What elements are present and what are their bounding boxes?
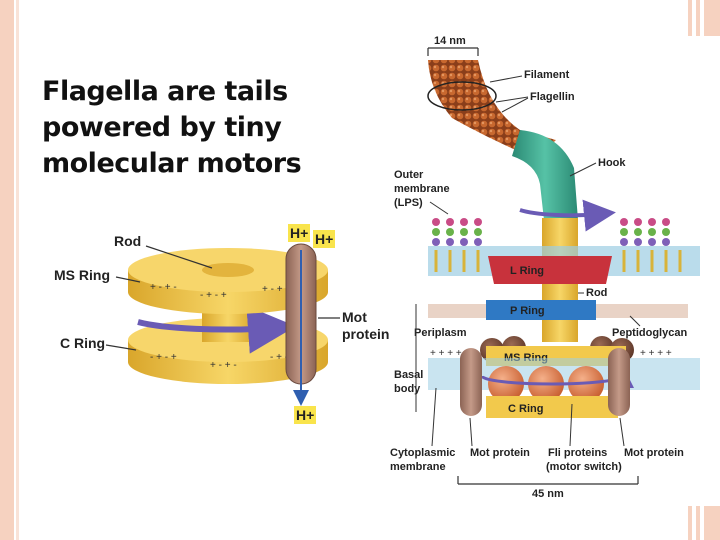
slide-frame-left-inner <box>16 0 19 540</box>
p-ring-shape <box>486 300 596 320</box>
rod-label: Rod <box>586 287 607 299</box>
right-flagellum-diagram: 14 nm <box>390 35 700 500</box>
leader-line <box>115 276 141 283</box>
charge-marks: + + + + <box>640 348 672 359</box>
slide-frame-right-top <box>688 0 692 36</box>
slide-frame-right-bottom <box>688 506 692 540</box>
rotation-arrow <box>519 199 616 232</box>
mot-protein-label: Mot <box>342 309 367 325</box>
rod-label: Rod <box>114 233 141 249</box>
mot-protein-label: protein <box>342 326 389 342</box>
title-line: molecular motors <box>42 148 302 179</box>
svg-text:+ - + -: + - + - <box>210 360 237 371</box>
l-ring-shape <box>488 256 612 284</box>
slide-frame-left <box>0 0 14 540</box>
outer-membrane-label: membrane <box>394 183 450 195</box>
charge-marks: + + + + <box>430 348 462 359</box>
svg-text:+ - + -: + - + - <box>150 282 177 293</box>
h-plus-badge <box>288 224 310 242</box>
leader-line <box>105 344 137 351</box>
slide-title: Flagella are tails powered by tiny molec… <box>42 74 352 182</box>
slide-frame-right-top <box>696 0 700 36</box>
mot-protein-right-label: Mot protein <box>624 447 684 459</box>
title-line: Flagella are tails <box>42 76 288 107</box>
hook-label: Hook <box>598 157 626 169</box>
outer-membrane-label: Outer <box>394 169 424 181</box>
periplasm-label: Periplasm <box>414 327 467 339</box>
svg-text:- + -: - + - <box>270 352 288 363</box>
h-plus-label: H+ <box>296 407 314 423</box>
fli-proteins-label: (motor switch) <box>546 461 622 473</box>
slide-frame-right-top <box>704 0 720 36</box>
flagellin-highlight <box>427 81 497 111</box>
basal-body-label: Basal <box>394 369 423 381</box>
slide-frame-right-bottom <box>704 506 720 540</box>
outer-membrane-label: (LPS) <box>394 197 423 209</box>
h-plus-label: H+ <box>290 225 308 241</box>
h-plus-label: H+ <box>315 231 333 247</box>
rod-lower <box>542 320 578 342</box>
rotation-arrow <box>137 305 296 354</box>
c-ring-label: C Ring <box>60 335 105 351</box>
mot-protein-right-shape <box>608 348 630 416</box>
cytoplasmic-membrane-label: membrane <box>390 461 446 473</box>
h-plus-badge <box>313 230 335 248</box>
slide-frame-right-bottom <box>696 506 700 540</box>
h-plus-badge <box>294 406 316 424</box>
l-ring-label: L Ring <box>510 265 544 277</box>
rod-top <box>202 263 254 277</box>
c-ring-shape <box>486 396 618 418</box>
peptidoglycan-label: Peptidoglycan <box>612 327 687 339</box>
svg-text:+ - +: + - + <box>262 284 283 295</box>
mot-protein-left-shape <box>460 348 482 416</box>
p-ring-label: P Ring <box>510 305 545 317</box>
svg-text:- + - +: - + - + <box>200 290 227 301</box>
fli-proteins-label: Fli proteins <box>548 447 607 459</box>
basal-body-label: body <box>394 383 421 395</box>
c-ring-label: C Ring <box>508 403 543 415</box>
ms-ring-label: MS Ring <box>54 267 110 283</box>
rod-middle <box>542 284 578 302</box>
flagellin-label: Flagellin <box>530 91 575 103</box>
left-motor-diagram: + - + - - + - + + - + - + - ++ - + - - + - … <box>54 224 389 424</box>
cytoplasmic-membrane-label: Cytoplasmic <box>390 447 455 459</box>
width-bottom-label: 45 nm <box>532 488 564 500</box>
hook-shape <box>512 130 578 220</box>
svg-text:- + - +: - + - + <box>150 352 177 363</box>
charge-marks: + - + - - + - + + - + - + - + + - + - - + - <box>150 282 288 371</box>
title-line: powered by tiny <box>42 112 282 143</box>
filament-label: Filament <box>524 69 570 81</box>
mot-protein-left-label: Mot protein <box>470 447 530 459</box>
leader-line <box>145 245 213 269</box>
width-top-label: 14 nm <box>434 35 466 47</box>
